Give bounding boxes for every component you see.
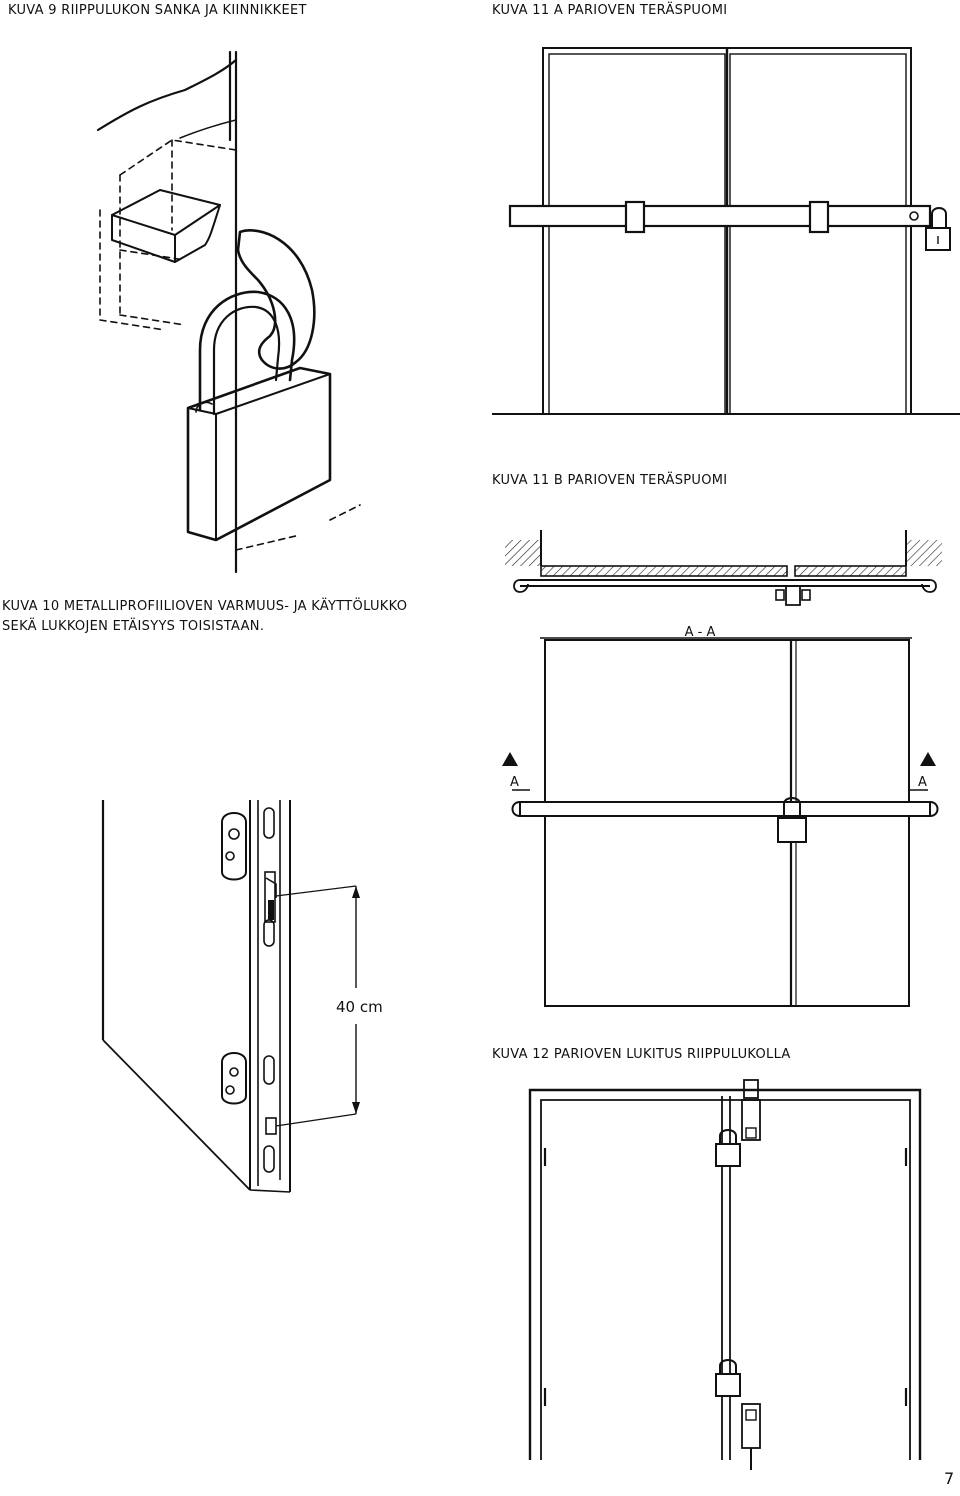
caption-kuva-11a: KUVA 11 A PARIOVEN TERÄSPUOMI (492, 3, 728, 18)
figure-kuva-10-metal-door (101, 800, 360, 1193)
page-number: 7 (944, 1469, 955, 1488)
figure-kuva-9-padlock (96, 50, 361, 574)
figure-kuva-11a-double-door (492, 47, 960, 415)
figure-kuva-11b-elevation (502, 637, 939, 1007)
caption-kuva-12: KUVA 12 PARIOVEN LUKITUS RIIPPULUKOLLA (492, 1047, 791, 1062)
figure-kuva-12-double-door (528, 1079, 922, 1470)
caption-kuva-10-line-1: KUVA 10 METALLIPROFIILIOVEN VARMUUS- JA … (2, 599, 408, 614)
section-label: A - A (685, 625, 716, 640)
section-marker-right: A (918, 775, 927, 790)
caption-kuva-9: KUVA 9 RIIPPULUKON SANKA JA KIINNIKKEET (8, 3, 307, 18)
caption-kuva-10-line-2: SEKÄ LUKKOJEN ETÄISYYS TOISISTAAN. (2, 619, 265, 634)
section-marker-left: A (510, 775, 519, 790)
caption-kuva-11b: KUVA 11 B PARIOVEN TERÄSPUOMI (492, 473, 728, 488)
figure-kuva-11b-section (505, 530, 942, 606)
distance-label: 40 cm (336, 998, 383, 1016)
